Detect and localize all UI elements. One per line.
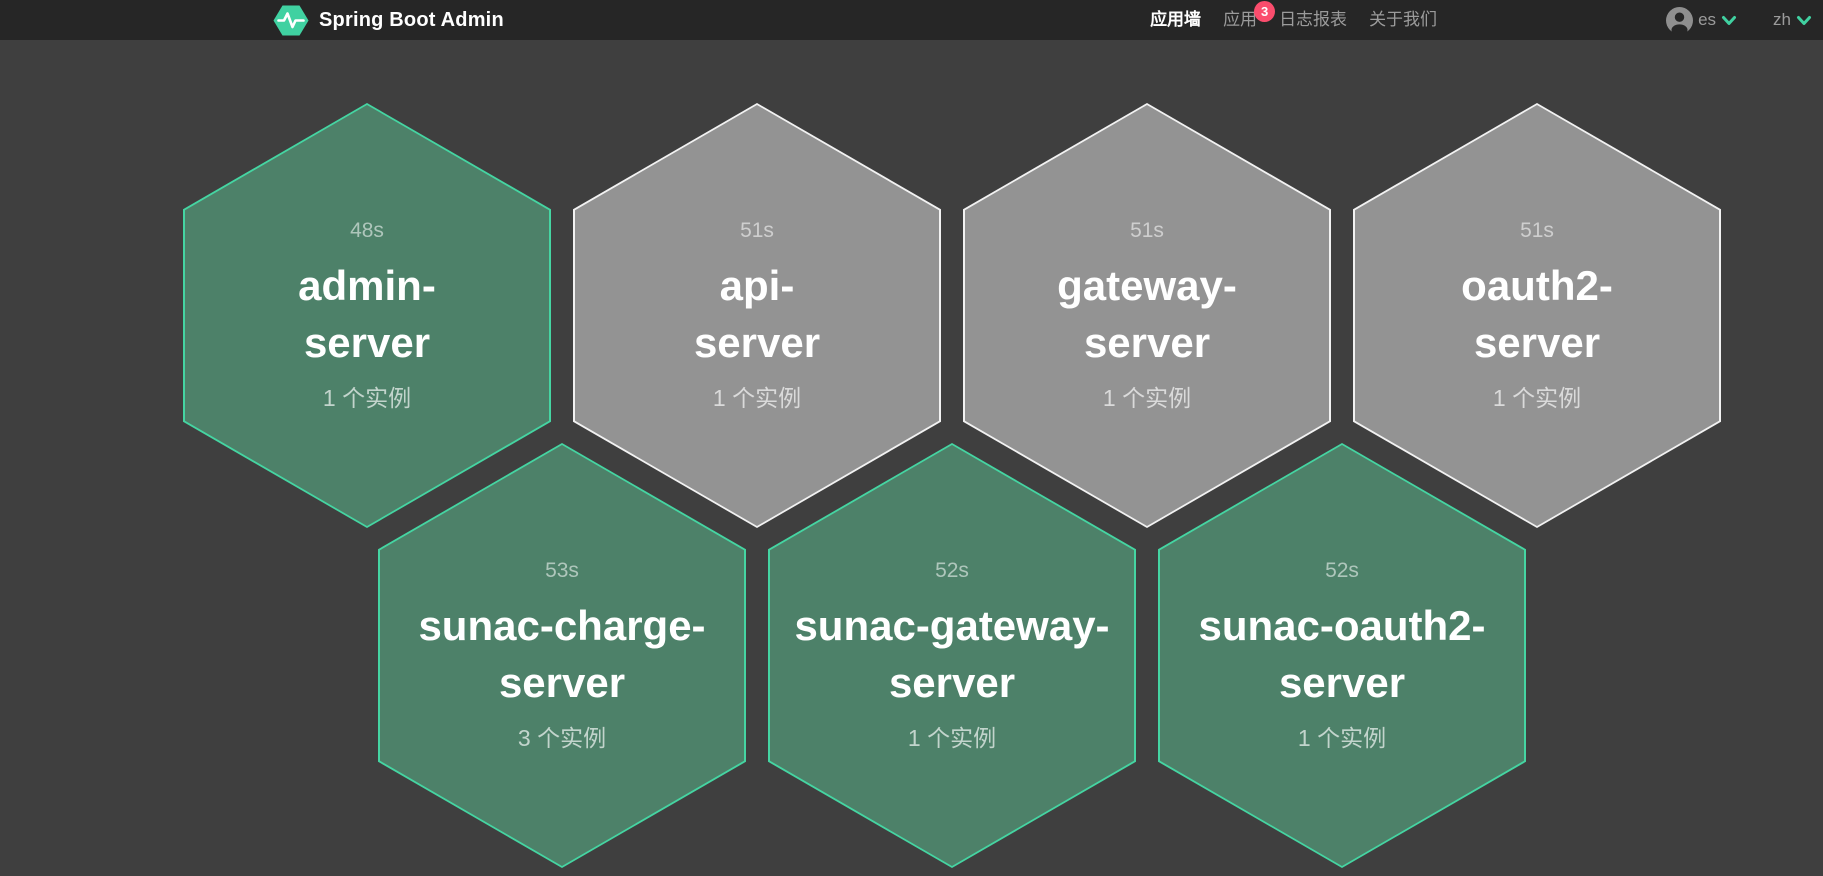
app-name: sunac-oauth2-server (1198, 601, 1486, 706)
user-icon (1666, 6, 1694, 34)
app-timer: 53s (545, 558, 579, 582)
app-hexagon-gateway-server[interactable]: 51s gateway-server 1 个实例 (963, 103, 1331, 528)
chevron-down-icon (1722, 15, 1737, 25)
nav-item-label: 日志报表 (1279, 10, 1348, 29)
wallboard: 48s admin-server 1 个实例 51s api-server 1 … (0, 40, 1823, 876)
chevron-down-icon (1797, 15, 1811, 25)
app-instances-count: 1 个实例 (1492, 384, 1582, 411)
app-hexagon-sunac-oauth2-server[interactable]: 52s sunac-oauth2-server 1 个实例 (1158, 443, 1526, 868)
notification-badge: 3 (1254, 1, 1276, 22)
app-name: sunac-charge-server (418, 601, 706, 706)
app-hexagon-sunac-gateway-server[interactable]: 52s sunac-gateway-server 1 个实例 (768, 443, 1136, 868)
app-timer: 51s (1130, 218, 1164, 242)
app-name: admin-server (298, 261, 436, 366)
app-instances-count: 3 个实例 (517, 724, 607, 751)
app-name: sunac-gateway-server (794, 601, 1110, 706)
brand-home-link[interactable]: Spring Boot Admin (273, 5, 504, 36)
app-timer: 51s (1520, 218, 1554, 242)
app-timer: 51s (740, 218, 774, 242)
app-instances-count: 1 个实例 (1297, 724, 1387, 751)
app-timer: 48s (350, 218, 384, 242)
nav-item-label: 关于我们 (1369, 10, 1438, 29)
pulse-hexagon-icon (273, 5, 309, 35)
app-timer: 52s (1325, 558, 1359, 582)
hexagon-background (575, 105, 939, 526)
nav-item-about[interactable]: 关于我们 (1358, 0, 1448, 40)
hexagon-background (380, 445, 744, 866)
user-name: es (1698, 10, 1717, 29)
app-instances-count: 1 个实例 (322, 384, 412, 411)
language-selector[interactable]: zh (1762, 0, 1823, 40)
user-menu[interactable]: es (1655, 0, 1748, 40)
app-hexagon-sunac-charge-server[interactable]: 53s sunac-charge-server 3 个实例 (378, 443, 746, 868)
app-name: oauth2-server (1461, 261, 1613, 366)
nav-item-label: 应用墙 (1150, 10, 1202, 29)
nav-item-journal[interactable]: 日志报表 (1268, 0, 1358, 40)
nav-item-wall[interactable]: 应用墙 (1139, 0, 1212, 40)
app-name: gateway-server (1057, 261, 1237, 366)
nav-item-label: 应用 (1223, 10, 1258, 29)
app-title: Spring Boot Admin (319, 8, 504, 31)
app-name: api-server (693, 261, 821, 366)
app-timer: 52s (935, 558, 969, 582)
app-hexagon-admin-server[interactable]: 48s admin-server 1 个实例 (183, 103, 551, 528)
language-label: zh (1773, 10, 1791, 29)
app-instances-count: 1 个实例 (907, 724, 997, 751)
app-instances-count: 1 个实例 (1102, 384, 1192, 411)
app-hexagon-oauth2-server[interactable]: 51s oauth2-server 1 个实例 (1353, 103, 1721, 528)
app-instances-count: 1 个实例 (712, 384, 802, 411)
app-hexagon-api-server[interactable]: 51s api-server 1 个实例 (573, 103, 941, 528)
